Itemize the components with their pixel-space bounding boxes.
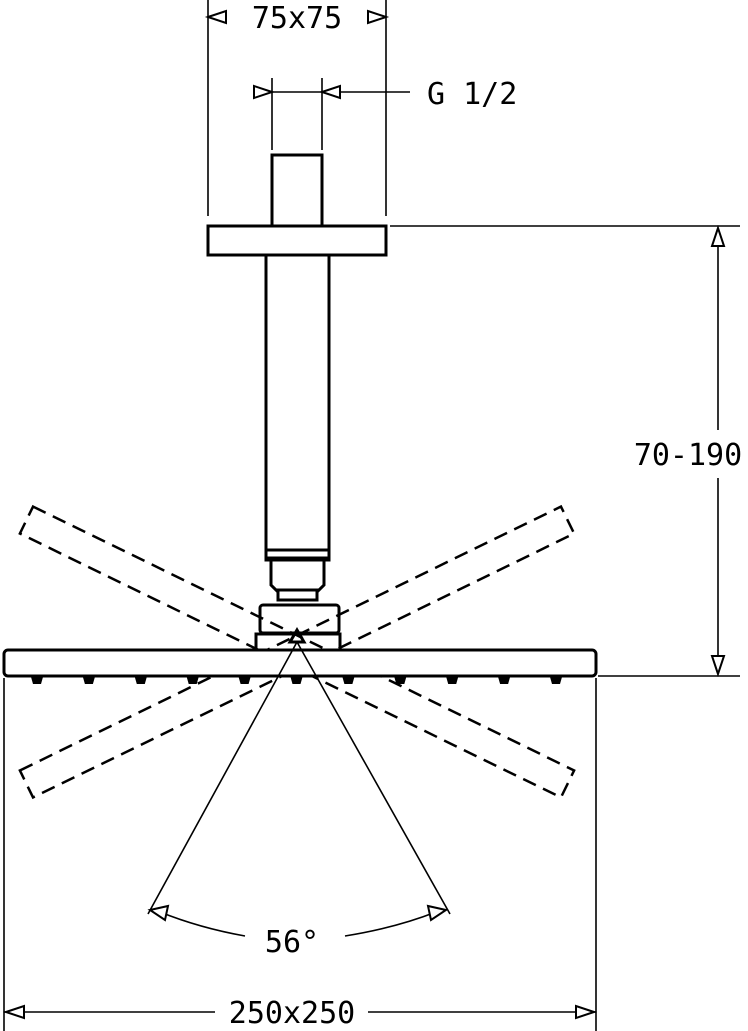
nozzle-row bbox=[31, 677, 562, 684]
nozzle bbox=[446, 677, 459, 684]
nozzle bbox=[342, 677, 355, 684]
tilt-angle-label: 56° bbox=[265, 925, 319, 960]
nozzle bbox=[498, 677, 511, 684]
shower-head bbox=[2, 648, 598, 684]
flange-size-label: 75x75 bbox=[252, 1, 342, 36]
flange-dimension: 75x75 bbox=[204, 0, 390, 216]
head-size-dimension: 250x250 bbox=[2, 678, 598, 1031]
tilt-angle-dimension: 56° bbox=[147, 641, 451, 960]
nozzle bbox=[550, 677, 562, 684]
arm-length-dimension: 70-190 bbox=[390, 224, 742, 678]
nozzle bbox=[238, 677, 251, 684]
arm-length-label: 70-190 bbox=[634, 438, 742, 473]
nozzle bbox=[394, 677, 407, 684]
nozzle bbox=[186, 677, 199, 684]
nozzle bbox=[82, 677, 95, 684]
nozzle bbox=[31, 677, 43, 684]
ceiling-arm bbox=[206, 153, 388, 652]
thread-label: G 1/2 bbox=[427, 77, 517, 112]
head-size-label: 250x250 bbox=[229, 996, 355, 1031]
nozzle bbox=[134, 677, 147, 684]
nozzle bbox=[290, 677, 303, 684]
thread-dimension: G 1/2 bbox=[253, 77, 517, 150]
